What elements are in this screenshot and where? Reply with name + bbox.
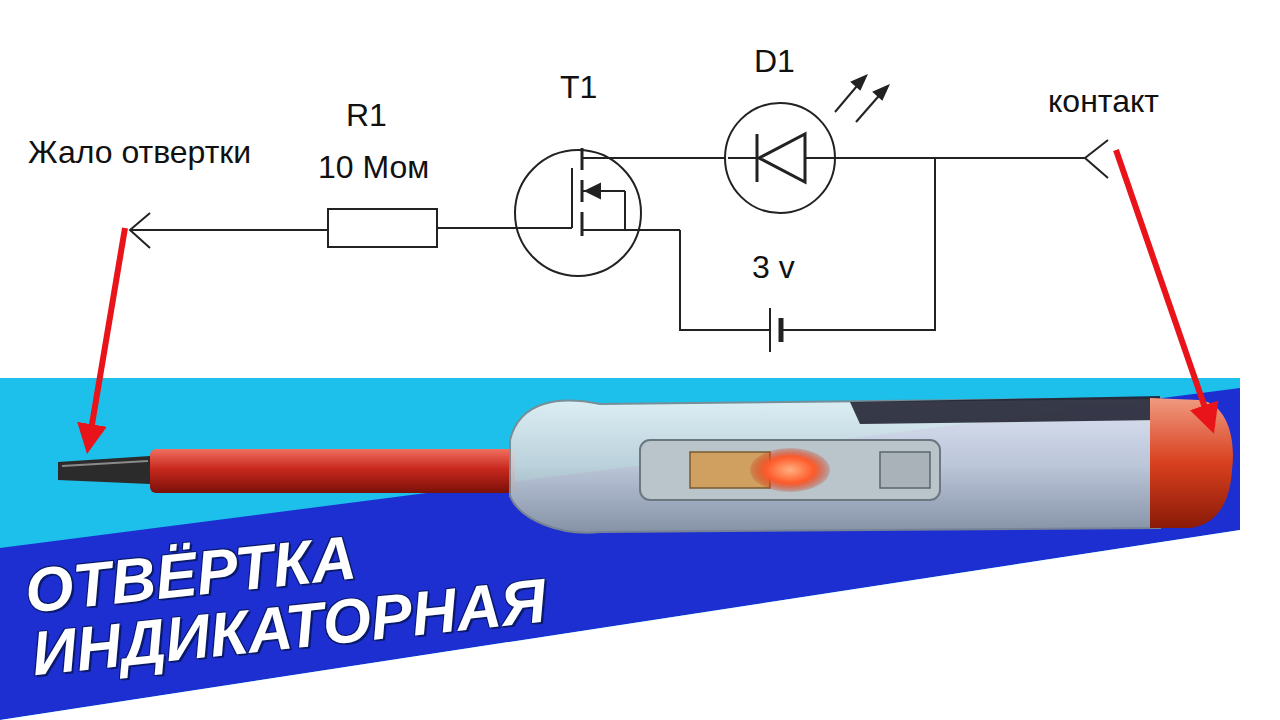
channel <box>581 212 584 236</box>
white-edge <box>1240 378 1280 530</box>
led-triangle <box>759 134 805 182</box>
inner-spring <box>880 452 930 488</box>
wire <box>130 229 328 231</box>
component-value: 10 Мом <box>318 150 429 185</box>
led-symbol <box>725 103 835 213</box>
pointer-arrow <box>1116 150 1212 428</box>
light-ray-head <box>852 76 866 89</box>
component-value: 3 v <box>752 250 795 285</box>
terminal-label: контакт <box>1048 84 1159 119</box>
wire <box>582 229 680 231</box>
transistor-symbol <box>515 150 641 276</box>
blade <box>58 456 162 484</box>
wire <box>437 227 572 229</box>
transistor-arrow <box>586 184 600 198</box>
blade-shine <box>62 461 148 466</box>
contact-terminal <box>1085 140 1108 178</box>
wire <box>624 191 626 230</box>
component-name: D1 <box>754 44 795 79</box>
wire <box>781 158 935 330</box>
terminal-label: Жало отвертки <box>28 135 251 170</box>
light-ray-head <box>874 86 888 99</box>
resistor-symbol <box>328 209 437 247</box>
gate-line <box>571 168 573 228</box>
banner-title: ОТВЁРТКА ИНДИКАТОРНАЯ <box>22 497 632 685</box>
circuit <box>130 76 1108 352</box>
battery-symbol <box>769 308 771 352</box>
wire <box>935 157 1085 159</box>
component-name: R1 <box>346 98 387 133</box>
cyan-ground <box>0 378 1280 720</box>
clip <box>850 396 1160 424</box>
inner-tube <box>640 440 940 500</box>
shaft <box>150 449 515 493</box>
screwdriver-illustration <box>58 396 1233 533</box>
end-cap <box>1150 398 1233 528</box>
pointer-arrow <box>88 228 125 448</box>
lamp-glow <box>750 448 830 492</box>
component-name: T1 <box>560 70 597 105</box>
